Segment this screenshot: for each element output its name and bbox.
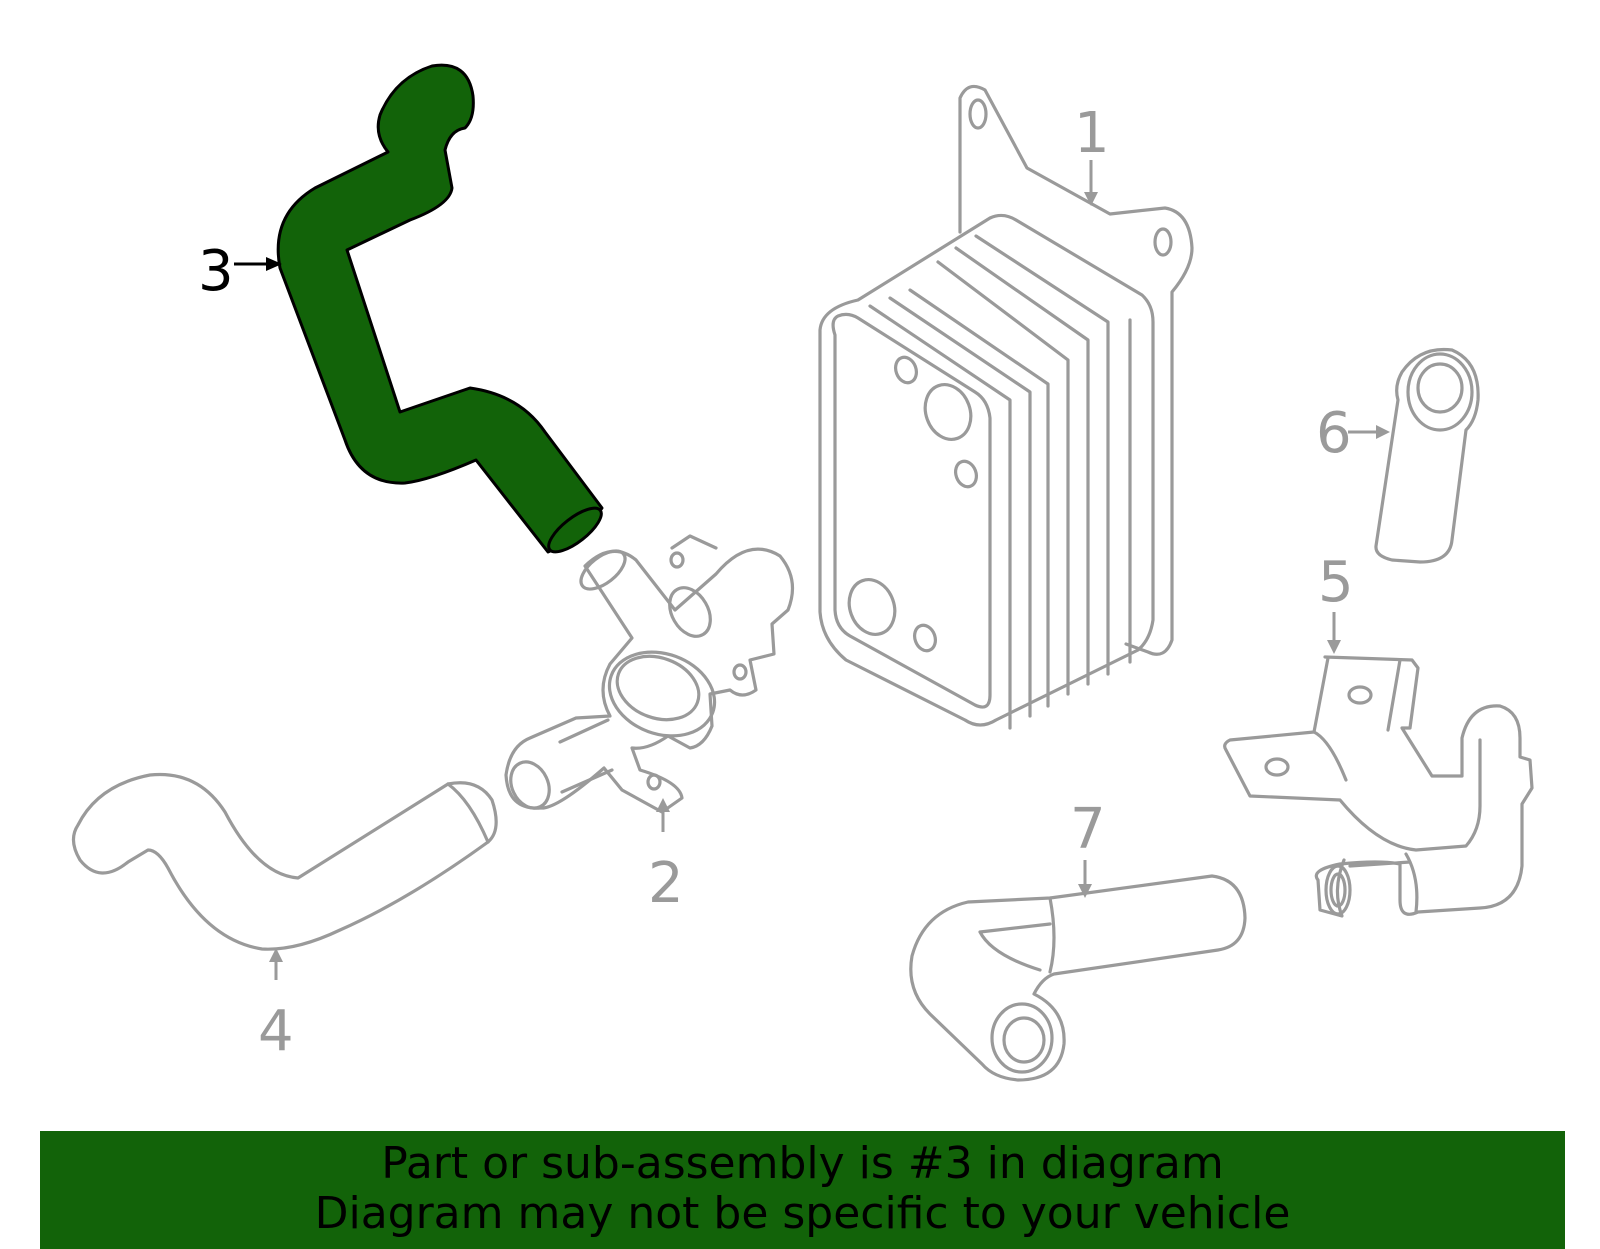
part-1-oil-cooler[interactable] (818, 84, 1194, 730)
part-5-bracket-pipe[interactable] (1223, 655, 1534, 918)
info-banner: Part or sub-assembly is #3 in diagram Di… (40, 1131, 1565, 1249)
callout-4: 4 (258, 999, 294, 1064)
part-6-short-pipe[interactable] (1374, 347, 1480, 564)
banner-line-part: Part or sub-assembly is #3 in diagram (381, 1138, 1224, 1189)
part-3-hose-highlighted[interactable] (276, 63, 607, 559)
callout-6: 6 (1316, 401, 1352, 466)
callout-1: 1 (1074, 101, 1110, 166)
callout-5: 5 (1318, 550, 1354, 615)
part-7-elbow-hose[interactable] (909, 874, 1247, 1082)
part-2-coolant-flange[interactable] (504, 534, 795, 814)
callout-2: 2 (648, 851, 684, 916)
part-4-lower-hose[interactable] (71, 772, 498, 951)
callout-7: 7 (1070, 797, 1106, 862)
leader-arrows (234, 160, 1390, 980)
banner-line-disclaimer: Diagram may not be specific to your vehi… (314, 1188, 1291, 1239)
callout-3: 3 (198, 239, 234, 304)
